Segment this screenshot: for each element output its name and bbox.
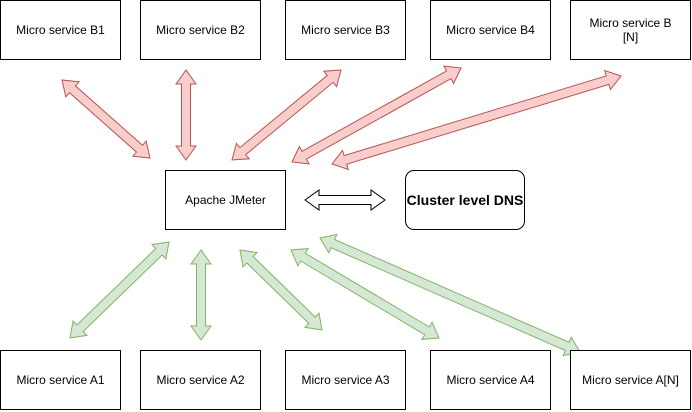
micro-service-bn-label: Micro service B [N] — [589, 16, 672, 44]
arrow-a2-jmeter — [190, 249, 212, 341]
arrow-b1-jmeter — [61, 79, 151, 159]
arrow-b3-jmeter — [231, 69, 342, 161]
connector-layer — [61, 65, 622, 357]
micro-service-b1-label: Micro service B1 — [16, 23, 105, 37]
micro-service-a3-box: Micro service A3 — [285, 350, 406, 410]
micro-service-a4-label: Micro service A4 — [446, 373, 535, 387]
micro-service-b4-box: Micro service B4 — [430, 0, 551, 60]
apache-jmeter-box: Apache JMeter — [165, 170, 286, 230]
micro-service-b2-label: Micro service B2 — [156, 23, 245, 37]
apache-jmeter-label: Apache JMeter — [185, 193, 266, 207]
arrow-a4-jmeter — [290, 248, 440, 340]
arrow-a1-jmeter — [69, 241, 170, 339]
cluster-level-dns-box: Cluster level DNS — [405, 170, 525, 230]
arrow-jmeter-dns — [304, 189, 386, 211]
micro-service-an-label: Micro service A[N] — [582, 373, 679, 387]
micro-service-b2-box: Micro service B2 — [140, 0, 261, 60]
arrow-b4-jmeter — [291, 65, 462, 165]
micro-service-a4-box: Micro service A4 — [430, 350, 551, 410]
micro-service-a2-label: Micro service A2 — [156, 373, 245, 387]
arrow-a3-jmeter — [239, 249, 323, 331]
micro-service-an-box: Micro service A[N] — [570, 350, 691, 410]
micro-service-b3-box: Micro service B3 — [285, 0, 406, 60]
micro-service-bn-box: Micro service B [N] — [570, 0, 691, 60]
cluster-level-dns-label: Cluster level DNS — [406, 192, 524, 208]
micro-service-a1-label: Micro service A1 — [16, 373, 105, 387]
arrow-b2-jmeter — [175, 69, 197, 161]
micro-service-b1-box: Micro service B1 — [0, 0, 121, 60]
micro-service-b3-label: Micro service B3 — [301, 23, 390, 37]
arrow-bn-jmeter — [331, 69, 622, 171]
micro-service-a1-box: Micro service A1 — [0, 350, 121, 410]
micro-service-a2-box: Micro service A2 — [140, 350, 261, 410]
micro-service-a3-label: Micro service A3 — [301, 373, 390, 387]
micro-service-b4-label: Micro service B4 — [446, 23, 535, 37]
